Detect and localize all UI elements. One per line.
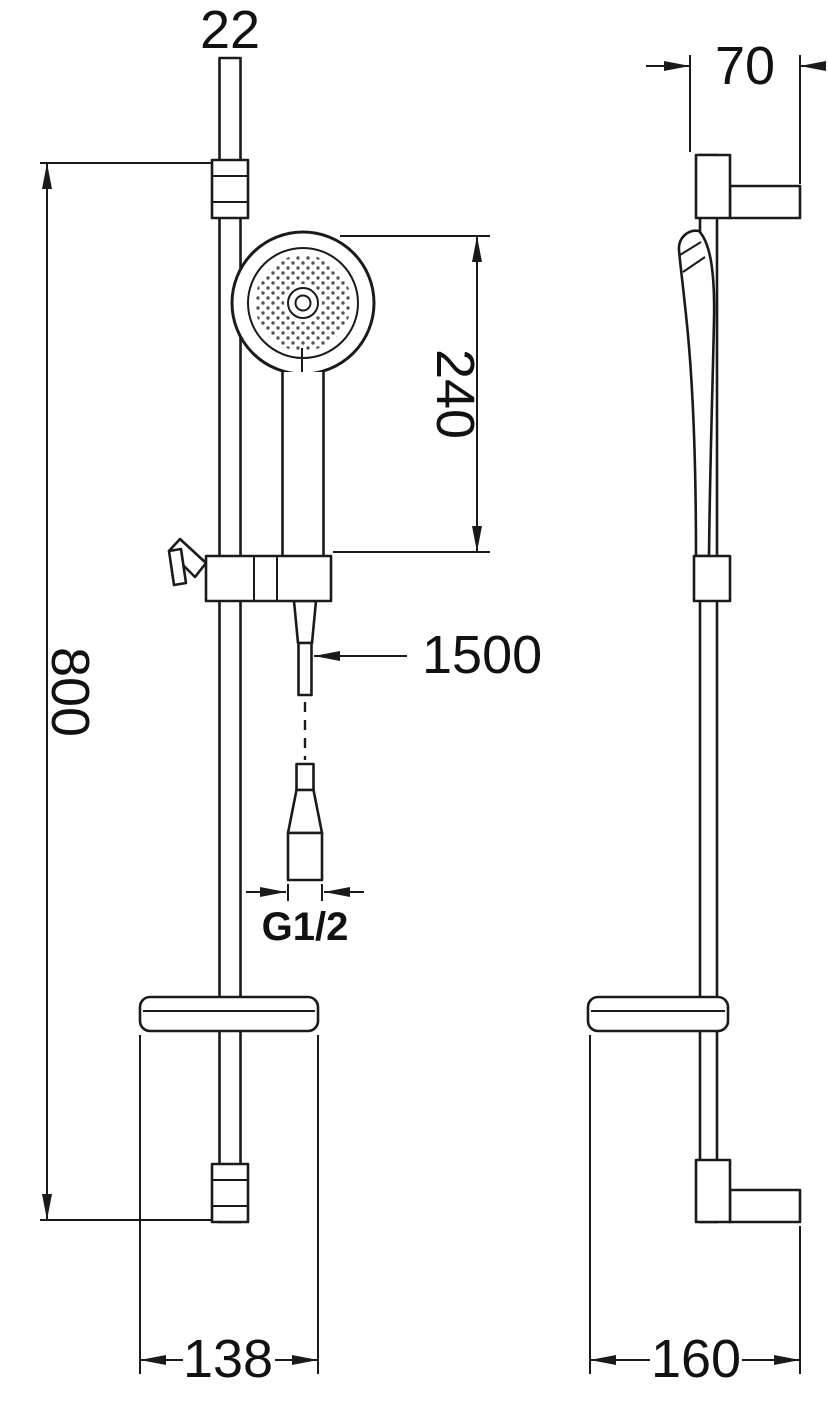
- slide-rail-front: [218, 56, 242, 1224]
- wall-bracket-bottom-side: [694, 1158, 802, 1224]
- dim-label-handset-length: 240: [425, 349, 485, 439]
- dim-label-bracket-depth: 70: [715, 36, 775, 96]
- slider-lever-grip: [167, 547, 188, 587]
- hose-tube-top: [297, 641, 313, 697]
- soap-dish-front: [138, 995, 320, 1033]
- dim-label-hose-length: 1500: [422, 625, 542, 685]
- hose-cone: [286, 788, 324, 835]
- dim-label-rail-length: 800: [40, 647, 100, 737]
- hose-tube-bottom: [295, 762, 315, 792]
- handle-body: [283, 372, 323, 556]
- soap-dish-side: [586, 995, 730, 1033]
- front-view: 800 G1/2: [40, 0, 542, 1389]
- dim-label-front-width: 138: [183, 1329, 273, 1389]
- dim-label-rail-diameter: 22: [200, 0, 260, 60]
- hose-connector-body: [286, 831, 324, 882]
- side-view: 70 160: [586, 36, 826, 1389]
- wall-bracket-top-side: [694, 153, 802, 220]
- spray-center-ring-inner: [294, 294, 312, 312]
- spray-center-ring-outer: [287, 287, 319, 319]
- wall-bracket-top-front: [210, 158, 250, 220]
- hose-nut-top: [292, 599, 318, 645]
- hand-shower-front: [230, 230, 376, 557]
- hand-shower-side: [677, 229, 716, 558]
- wall-bracket-bottom-front: [210, 1162, 250, 1224]
- slider-assembly-front: [204, 554, 333, 603]
- slider-side: [692, 554, 732, 603]
- dim-label-side-depth: 160: [651, 1329, 741, 1389]
- dim-label-thread: G1/2: [262, 905, 349, 949]
